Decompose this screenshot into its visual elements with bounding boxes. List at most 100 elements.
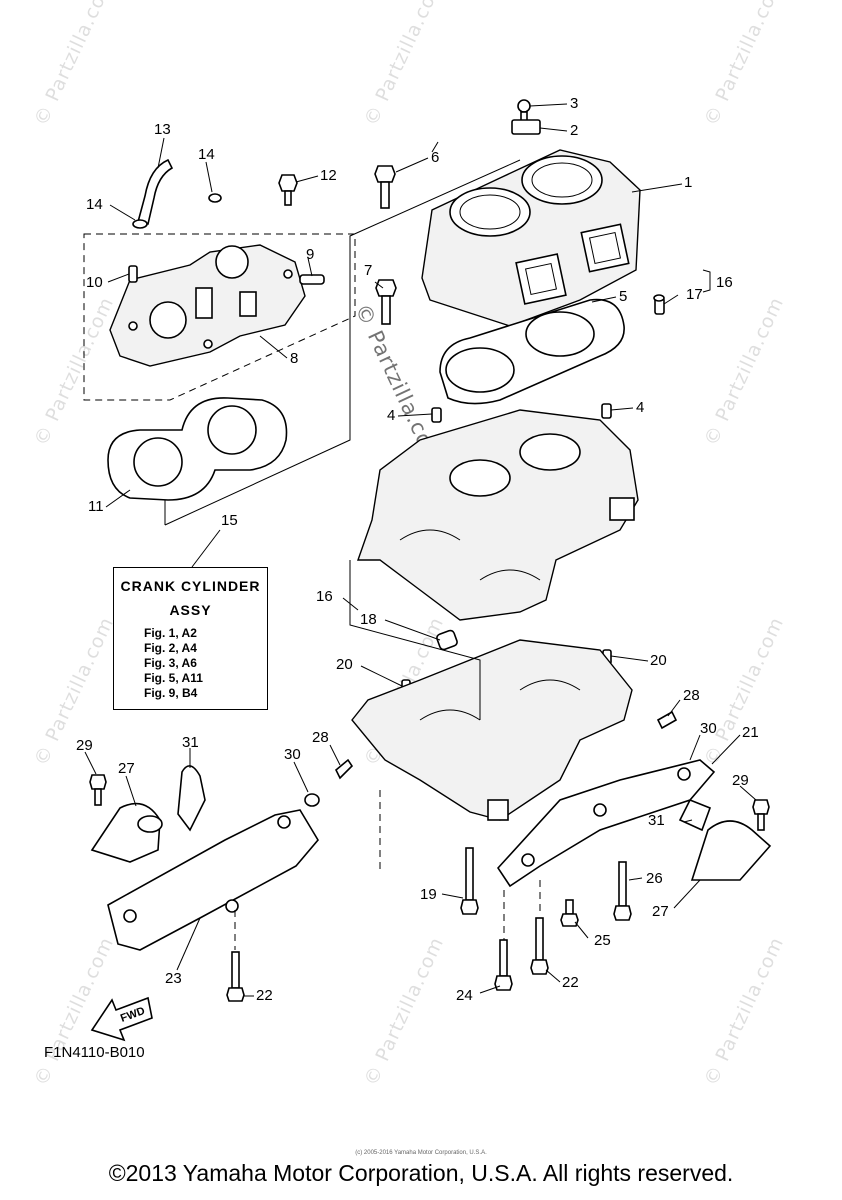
rubber-mount (690, 820, 772, 881)
washer (304, 793, 320, 807)
mount-boss (487, 799, 509, 821)
callout-12: 12 (320, 167, 337, 184)
fine-print: (c) 2005-2016 Yamaha Motor Corporation, … (355, 1150, 487, 1156)
long-bolt (460, 899, 479, 915)
callout-23: 23 (165, 970, 182, 987)
callout-20: 20 (336, 656, 353, 673)
fig-reference: Fig. 5, A11 (144, 671, 203, 685)
callout-13: 13 (154, 121, 171, 138)
bolt-hole (128, 321, 138, 331)
gasket-bore (133, 437, 183, 487)
long-bolt (560, 913, 579, 927)
crank-bore (519, 433, 581, 471)
dowel-pin (431, 407, 442, 423)
assembly-note-box: CRANK CYLINDER ASSY Fig. 1, A2 Fig. 2, A… (113, 567, 268, 710)
long-bolt (530, 959, 549, 975)
callout-18: 18 (360, 611, 377, 628)
exhaust-port (580, 223, 630, 273)
clip (208, 193, 222, 203)
head-boss (239, 291, 257, 317)
bolt (335, 758, 354, 780)
callout-9: 9 (306, 246, 315, 263)
bearing-saddle (419, 709, 481, 721)
hose-fitting (299, 274, 325, 285)
callout-2: 2 (570, 122, 579, 139)
callout-10: 10 (86, 274, 103, 291)
callout-4: 4 (387, 407, 396, 424)
callout-22: 22 (256, 987, 273, 1004)
cylinder-bore (449, 187, 531, 237)
assembly-line (164, 159, 521, 526)
fig-reference: Fig. 2, A4 (144, 641, 197, 655)
mount-hole (521, 853, 535, 867)
exhaust-port (515, 253, 567, 305)
gasket-bore (445, 347, 515, 393)
bolt (752, 799, 770, 815)
stopper (177, 765, 206, 832)
figure-code: F1N4110-B010 (44, 1044, 145, 1061)
callout-28: 28 (312, 729, 329, 746)
callout-3: 3 (570, 95, 579, 112)
head-port (149, 301, 187, 339)
callout-30: 30 (700, 720, 717, 737)
callout-7: 7 (364, 262, 373, 279)
callout-16: 16 (716, 274, 733, 291)
callout-1: 1 (684, 174, 693, 191)
hose (137, 158, 174, 225)
callout-6: 6 (431, 149, 440, 166)
dowel-pin (601, 403, 612, 419)
long-bolt (231, 951, 240, 989)
long-bolt (465, 847, 474, 901)
callout-14: 14 (198, 146, 215, 163)
mount-hole (593, 803, 607, 817)
bolt (656, 710, 678, 730)
callout-22: 22 (562, 974, 579, 991)
lower-crankcase (351, 639, 633, 821)
long-bolt (499, 939, 508, 977)
engine-mount-right (496, 759, 716, 888)
callout-28: 28 (683, 687, 700, 704)
fwd-arrow: FWD (90, 996, 153, 1042)
long-bolt (618, 861, 627, 907)
callout-29: 29 (76, 737, 93, 754)
mount-hole (677, 767, 691, 781)
crank-bore (449, 459, 511, 497)
bearing-saddle (399, 529, 461, 541)
stopper (678, 798, 712, 832)
assembly-line (349, 560, 481, 720)
cylinder-bolt (380, 181, 390, 209)
callout-20: 20 (650, 652, 667, 669)
plug (653, 294, 665, 302)
copyright-footer: ©2013 Yamaha Motor Corporation, U.S.A. A… (108, 1160, 734, 1186)
bolt-hole (203, 339, 213, 349)
callout-24: 24 (456, 987, 473, 1004)
head-gasket (107, 397, 288, 501)
callout-21: 21 (742, 724, 759, 741)
callout-31: 31 (648, 812, 665, 829)
long-bolt (613, 905, 632, 921)
callout-30: 30 (284, 746, 301, 763)
callout-14: 14 (86, 196, 103, 213)
bolt (89, 774, 107, 790)
mount-boss (609, 497, 635, 521)
long-bolt (494, 975, 513, 991)
leader-lines (84, 103, 757, 997)
head-bolt (284, 190, 292, 206)
head-boss (195, 287, 213, 319)
upper-crankcase (357, 409, 639, 621)
callout-26: 26 (646, 870, 663, 887)
bracket (511, 119, 541, 135)
cylinder-bolt (381, 295, 391, 325)
collar (436, 629, 458, 651)
bolt (94, 788, 102, 806)
screw (517, 99, 531, 113)
dowel-pin (128, 265, 138, 283)
clip (132, 219, 148, 229)
head-bolt (278, 174, 298, 192)
callout-27: 27 (652, 903, 669, 920)
engine-mount-left (107, 809, 319, 951)
cylinder-liner (459, 194, 521, 230)
callout-5: 5 (619, 288, 628, 305)
